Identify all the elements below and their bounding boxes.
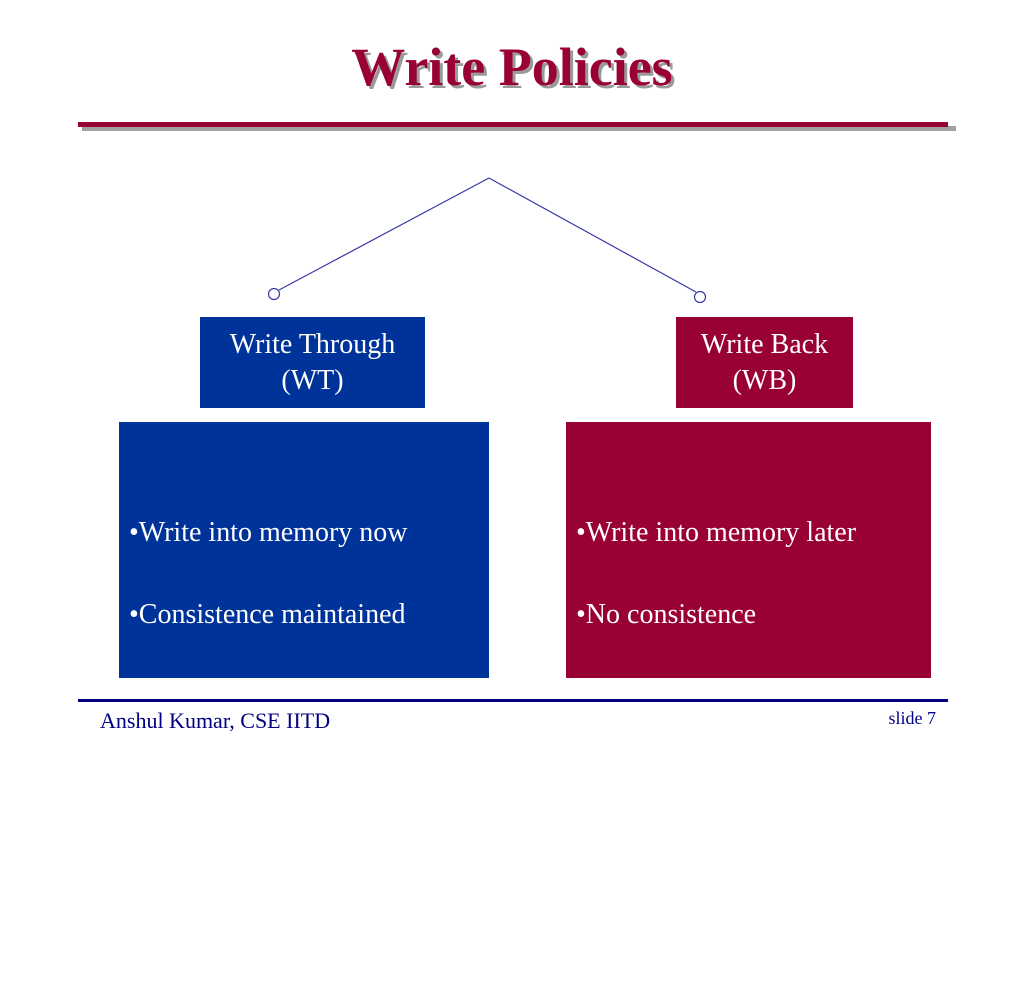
list-item: •No word traffic [576, 763, 760, 794]
list-item: •Write into memory later [576, 517, 857, 548]
branch-connector [267, 177, 707, 304]
branch-line-right [488, 177, 697, 293]
write-back-box: Write Back (WB) [676, 317, 853, 408]
title-rule [78, 122, 948, 127]
footer-author: Anshul Kumar, CSE IITD [100, 708, 331, 733]
list-item: •Write into memory now [129, 517, 408, 548]
write-back-abbr: (WB) [732, 364, 797, 396]
slide-number: slide 7 [888, 708, 937, 728]
write-through-box: Write Through (WT) [200, 317, 425, 408]
list-item: •Higher block traffic [576, 681, 808, 712]
list-item: •Better for larger cache/ low miss rate [576, 845, 845, 917]
slide-title: Write Policies [351, 37, 673, 97]
list-item: •Word traffic introduced [129, 763, 402, 794]
list-item: •Reduced block traffic [129, 681, 381, 712]
write-through-points: •Write into memory now •Consistence main… [119, 422, 489, 917]
list-item: •Better for smaller cache/ higher miss r… [129, 845, 415, 917]
title-rule-shadow [82, 126, 956, 131]
branch-node-left [267, 287, 281, 301]
branch-node-right [693, 290, 707, 304]
list-item: •Consistence maintained [129, 599, 406, 630]
branch-line-left [278, 177, 490, 291]
footer-rule [78, 699, 948, 702]
write-through-abbr: (WT) [281, 364, 344, 396]
write-back-name: Write Back [700, 328, 829, 360]
write-through-name: Write Through [229, 328, 396, 360]
list-item: •No consistence [576, 599, 757, 630]
write-back-points: •Write into memory later •No consistence… [566, 422, 931, 917]
